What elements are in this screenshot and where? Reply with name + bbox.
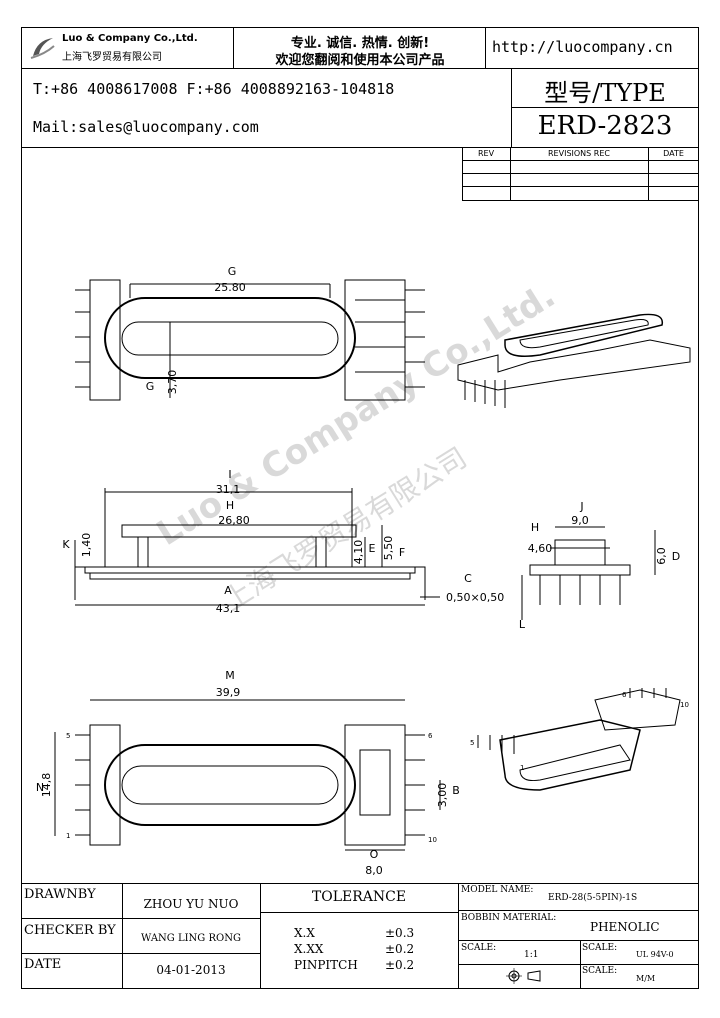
dim-a-value: 43,1 [216,602,241,615]
pin-10-label: 10 [428,836,437,844]
iso-pin-1: 1 [520,764,524,772]
dim-m-label: M [225,669,235,682]
model-label: MODEL NAME: [461,885,534,895]
dim-k-label: K [62,538,70,551]
pin-6-label: 6 [428,732,433,740]
type-label: 型号/TYPE [544,79,666,107]
header-sep-1 [233,27,234,68]
pin-1-label: 1 [66,832,70,840]
part-number: ERD-2823 [537,111,673,141]
tol-key-2: X.XX [294,942,324,956]
header-bottom-line [21,147,699,148]
dim-h-label: H [226,499,234,512]
dim-h2-value: 4,60 [528,542,553,555]
dim-d-value: 6,0 [655,547,668,565]
isometric-view-bottom [477,688,681,791]
dim-e-value: 4,10 [352,540,365,565]
dim-o-label: O [370,848,379,861]
dim-f-label: F [399,546,405,559]
scale-label: SCALE: [461,943,497,953]
company-name-cn: 上海飞罗贸易有限公司 [62,52,162,63]
header-sep-2 [485,27,486,68]
rev-col-header: REV [477,149,495,158]
scale-value: 1:1 [524,950,539,960]
dim-c-label: C [464,572,472,585]
pin-5-label: 5 [66,732,70,740]
email: Mail:sales@luocompany.com [33,118,259,136]
scale3-value: M/M [636,974,656,983]
dim-g2-label: G [146,380,155,393]
scale2-value: UL 94V-0 [636,950,674,959]
drawnby-label: DRAWNBY [24,887,96,902]
company-name-en: Luo & Company Co.,Ltd. [62,33,198,44]
dim-k-value: 1,40 [80,533,93,558]
dim-g2-value: 3,70 [166,370,179,395]
dim-g-label: G [228,265,237,278]
dim-c-value: 0,50×0,50 [446,591,504,604]
revisions-rec-col-header: REVISIONS REC [548,149,610,158]
dim-j-value: 9,0 [571,514,589,527]
date-col-header: DATE [663,149,684,158]
dim-f-value: 5,50 [382,536,395,561]
dim-d-label: D [672,550,680,563]
scale3-label: SCALE: [582,966,618,976]
drawing-frame [21,27,699,989]
tol-key-3: PINPITCH [294,958,358,972]
drawnby-value: ZHOU YU NUO [143,897,239,911]
tol-val-2: ±0.2 [385,942,415,956]
top-view [75,279,425,401]
dim-n-value: 14,8 [40,773,53,798]
iso-pin-10: 10 [680,701,689,709]
date-value: 04-01-2013 [156,963,226,977]
iso-pin-5: 5 [470,739,474,747]
dim-e-label: E [369,542,376,555]
checker-label: CHECKER BY [24,923,116,938]
dim-j-label: J [579,500,583,513]
header-divider [21,68,699,69]
tol-val-3: ±0.2 [385,958,415,972]
dim-i-label: I [228,468,231,481]
dim-i-value: 31,1 [216,483,241,496]
dim-h2-label: H [531,521,539,534]
dim-b-value: 3,00 [436,783,449,808]
website-url: http://luocompany.cn [492,38,673,56]
phone-fax: T:+86 4008617008 F:+86 4008892163-104818 [33,80,395,98]
bottom-view [54,699,441,851]
company-logo [27,32,57,62]
dim-a-label: A [224,584,232,597]
date-label: DATE [24,957,62,972]
tol-val-1: ±0.3 [385,926,415,940]
slogan-line-2: 欢迎您翻阅和使用本公司产品 [275,53,445,68]
model-value: ERD-28(5-5PIN)-1S [548,893,638,903]
dim-o-value: 8,0 [365,864,383,877]
scale2-label: SCALE: [582,943,618,953]
bobbin-value: PHENOLIC [590,920,660,934]
projection-symbol-icon [506,968,546,988]
dim-l-label: L [519,618,526,631]
isometric-view-top [457,313,691,408]
slogan-line-1: 专业. 诚信. 热情. 创新! [290,36,430,51]
tol-key-1: X.X [294,926,315,940]
dim-h-value: 26,80 [218,514,250,527]
dim-m-value: 39,9 [216,686,241,699]
dim-g-value: 25.80 [214,281,246,294]
dim-b-label: B [452,784,460,797]
iso-pin-6: 6 [622,691,627,699]
checker-value: WANG LING RONG [141,933,241,944]
bobbin-label: BOBBIN MATERIAL: [461,913,557,923]
dim-n-label: N [36,781,44,794]
front-view [74,488,440,606]
side-view [521,526,656,620]
tolerance-label: TOLERANCE [311,889,407,905]
type-divider [511,107,699,108]
